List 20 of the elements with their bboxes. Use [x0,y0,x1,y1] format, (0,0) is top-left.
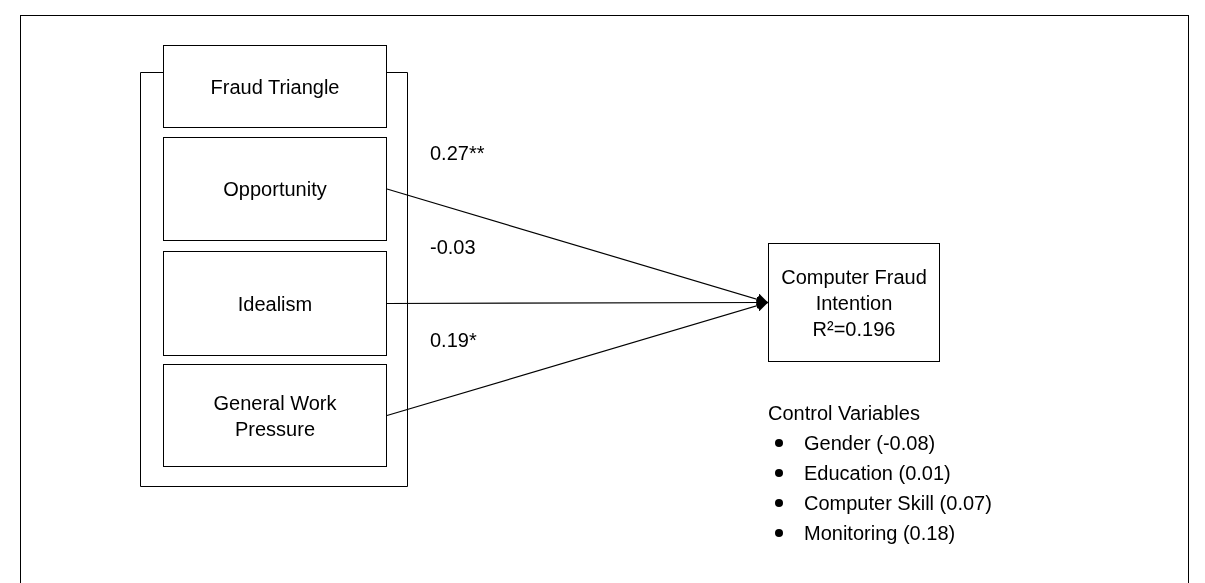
variable-box [163,251,387,356]
arrow [386,299,769,417]
list-item: Monitoring (0.18) [804,521,956,545]
box-text: R²=0.196 [812,316,896,342]
box-text: Idealism [237,291,313,317]
list-item: Education (0.01) [804,461,951,485]
list-item: Gender (-0.08) [804,431,936,455]
group-heading: Fraud Triangle [210,74,340,100]
edge-label: -0.03 [430,234,476,259]
box-text: Computer Fraud Intention [780,264,928,316]
edge-label: 0.19* [430,327,477,352]
box-text: General Work Pressure [212,390,338,442]
variable-box [163,137,387,241]
variable-box [768,243,940,362]
list-heading: Control Variables [768,401,920,425]
edge-label: 0.27** [430,141,485,165]
arrow [386,188,769,306]
variable-box [163,364,387,467]
box-text: Opportunity [223,177,327,202]
list-item: Computer Skill (0.07) [804,491,992,515]
